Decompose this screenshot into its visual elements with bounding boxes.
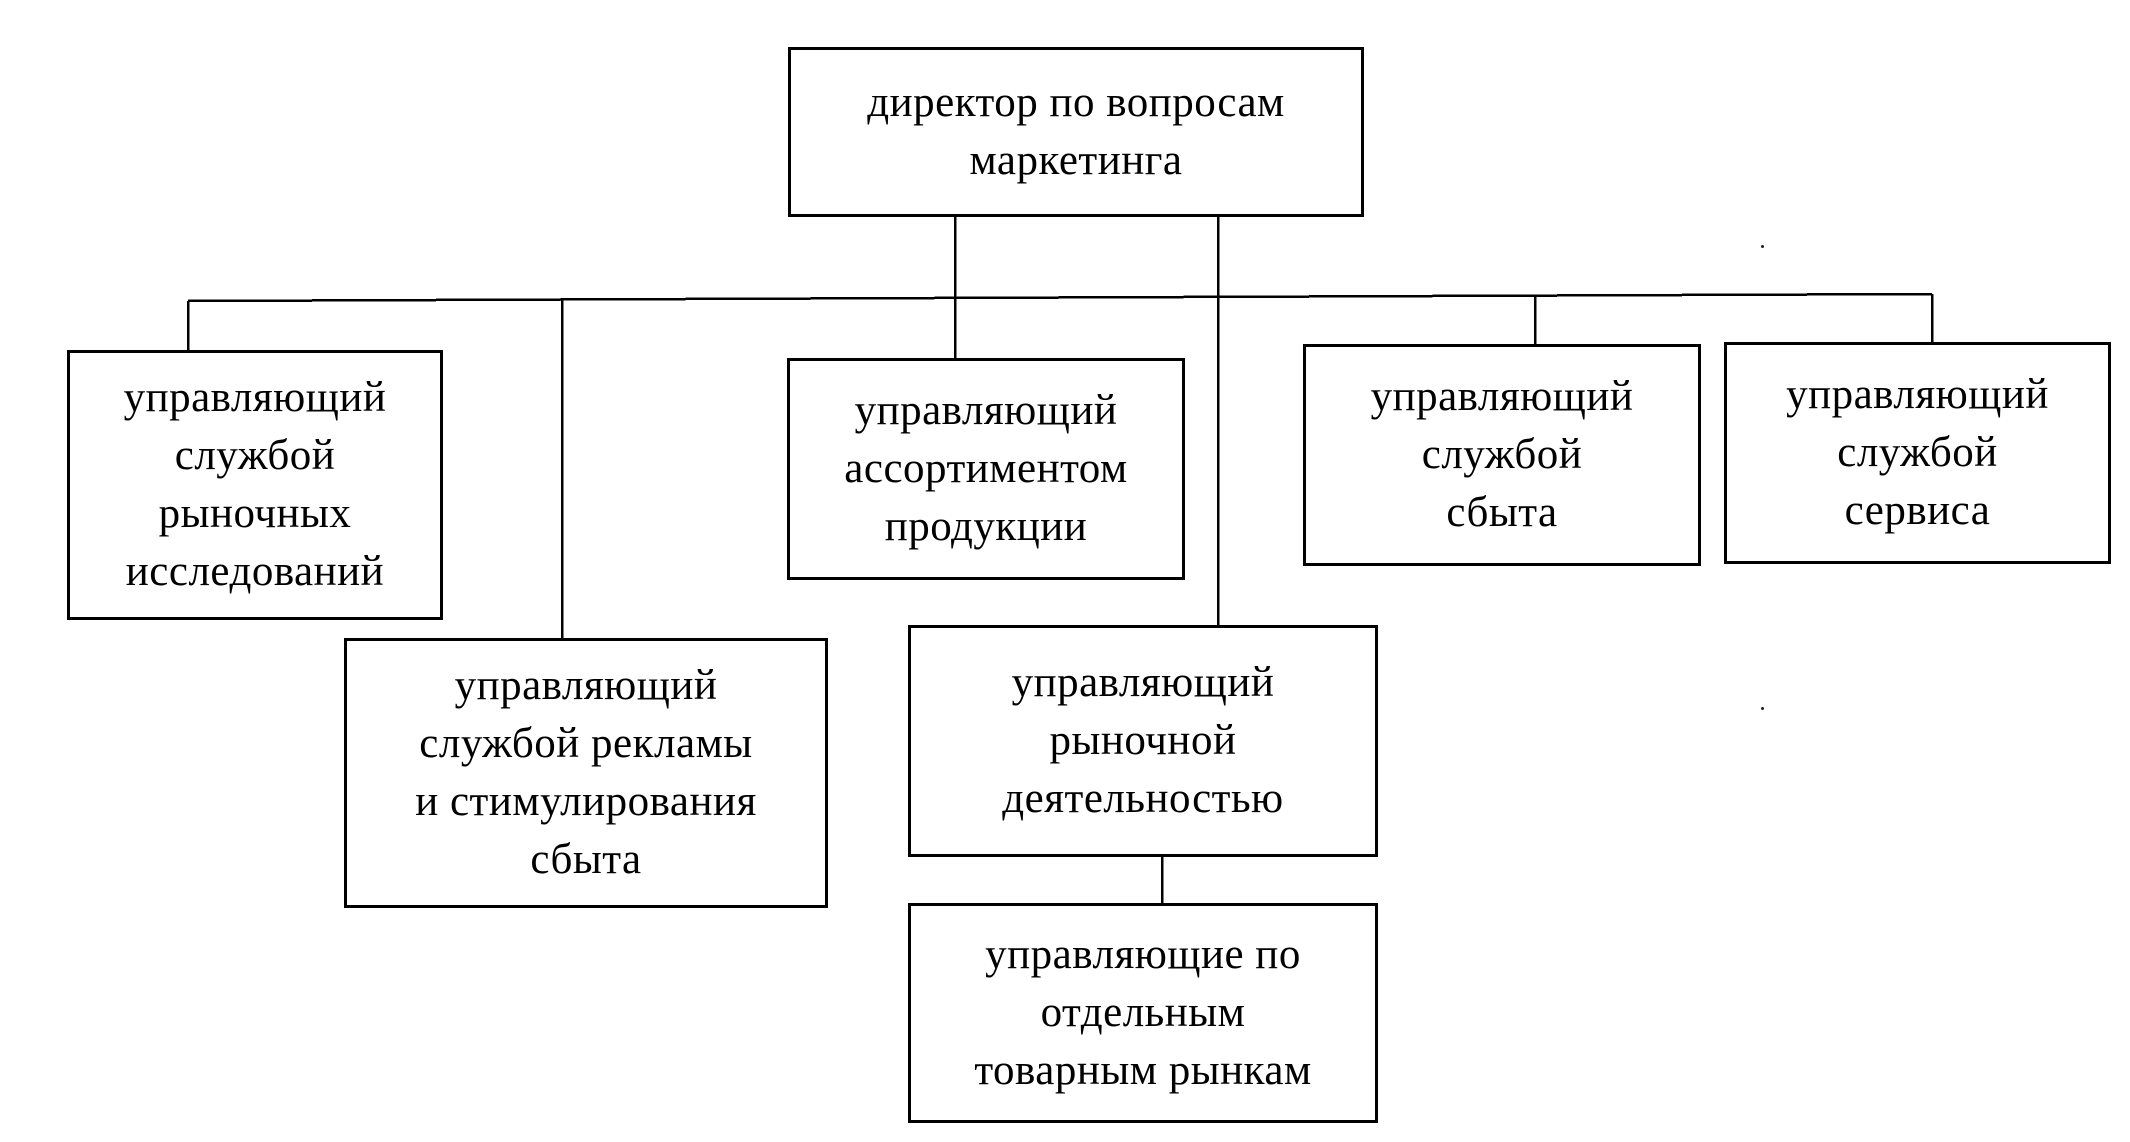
node-research-label: управляющий службой рыночных исследовани… xyxy=(123,374,387,595)
node-advertising: управляющий службой рекламы и стимулиров… xyxy=(344,638,828,908)
scan-speck xyxy=(1761,245,1764,248)
node-commodity-markets-label: управляющие по отдельным товарным рынкам xyxy=(974,931,1312,1094)
connector-horizontal-bus xyxy=(187,292,1933,303)
node-assortment-label: управляющий ассортиментом продукции xyxy=(844,387,1128,550)
node-director-label: директор по вопросам маркетинга xyxy=(867,79,1285,184)
node-market-activity: управляющий рыночной деятельностью xyxy=(908,625,1378,857)
node-service-label: управляющий службой сервиса xyxy=(1786,371,2049,534)
node-market-activity-label: управляющий рыночной деятельностью xyxy=(1002,659,1284,822)
node-sales: управляющий службой сбыта xyxy=(1303,344,1701,566)
node-service: управляющий службой сервиса xyxy=(1724,342,2111,564)
node-commodity-markets: управляющие по отдельным товарным рынкам xyxy=(908,903,1378,1123)
scan-speck xyxy=(1761,707,1764,710)
node-director: директор по вопросам маркетинга xyxy=(788,47,1364,217)
node-research: управляющий службой рыночных исследовани… xyxy=(67,350,443,620)
node-advertising-label: управляющий службой рекламы и стимулиров… xyxy=(415,662,757,883)
node-sales-label: управляющий службой сбыта xyxy=(1370,373,1634,536)
node-assortment: управляющий ассортиментом продукции xyxy=(787,358,1185,580)
